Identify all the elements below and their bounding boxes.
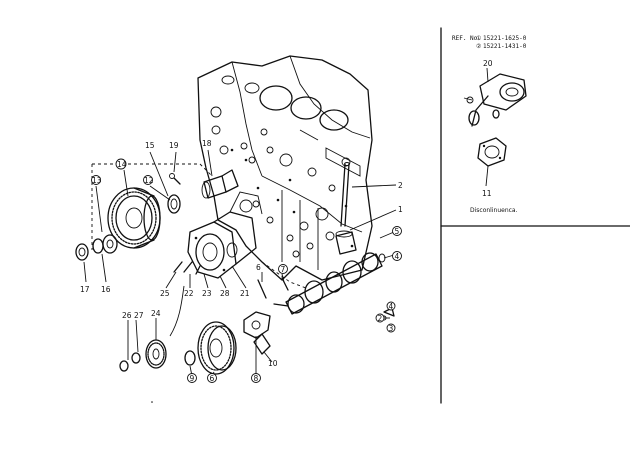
camshaft-gear [197,321,237,375]
inset-bracket [479,73,527,111]
callout-12: 12 [144,176,154,185]
callout-6: 6 [210,374,215,383]
callout-1: 1 [398,205,403,214]
ref-line-1: 15221-1625-0 [483,35,527,42]
shaft-18 [201,169,239,199]
callout-8: 8 [254,374,259,383]
callout-13: 13 [92,176,102,185]
tappet [335,230,357,255]
ref-line-2: 15221-1431-0 [483,43,527,50]
leader-lines [83,149,397,377]
leader-fuel-gear [169,285,185,337]
collar-16 [92,238,104,254]
callout-25: 25 [160,289,170,298]
callout-7: 7 [281,265,286,274]
callout-24: 24 [151,309,161,318]
inset-caption: Disconlinuenca. [470,207,518,214]
callout-21: 21 [240,289,250,298]
callout-labels: 2 1 5 4 14 13 12 15 19 18 17 16 6 7 25 2… [80,139,403,383]
bolt-6 [257,279,267,299]
bolt-22 [183,261,193,273]
callout-28: 28 [220,289,230,298]
callout-2: 2 [398,181,403,190]
small-part-ref [383,307,395,317]
callout-22: 22 [184,289,194,298]
bolt-19 [169,173,181,185]
callout-27: 27 [134,311,144,320]
collar-8 [184,350,196,366]
callout-14: 14 [117,160,127,169]
inset-cover-11 [477,137,507,167]
washer-15 [102,234,118,254]
camshaft [273,252,386,315]
callout-6-pin: 6 [256,263,261,272]
callout-18: 18 [202,139,212,148]
bolt-7 [281,277,289,291]
thrust-plate [243,311,271,355]
callout-4: 4 [395,252,400,261]
callout-16: 16 [101,285,111,294]
callout-s4: 4 [389,302,394,311]
snap-ring-17 [75,243,89,261]
callout-9: 9 [190,374,195,383]
ref-label: REF. No. [452,35,481,42]
inset-panel: REF. No. ① 15221-1625-0 ② 15221-1431-0 2… [452,35,527,214]
stray-dot [151,401,153,403]
callout-15: 15 [145,141,155,150]
inset-callout-20: 20 [483,59,493,68]
callout-s3: 3 [389,324,394,333]
nut-26 [119,360,129,372]
callout-17: 17 [80,285,90,294]
ref-mark-1: ① [476,35,481,42]
callout-23: 23 [202,289,212,298]
callout-s2: 2 [378,314,383,323]
bolt-23 [195,265,201,275]
dashed-guide-joint [199,163,213,177]
collar-15 [167,194,181,214]
callout-5: 5 [395,227,400,236]
callout-19: 19 [169,141,179,150]
idle-gear-large [107,187,161,249]
oil-pump-housing [187,191,263,279]
callout-10: 10 [268,359,278,368]
engine-block [197,55,373,281]
washer-27 [131,352,141,364]
callout-26: 26 [122,311,132,320]
fuel-pump-gear [145,339,167,369]
ref-mark-2: ② [476,43,481,50]
push-rod [340,162,350,227]
inset-callout-11: 11 [482,189,492,198]
bolt-25 [173,261,183,273]
